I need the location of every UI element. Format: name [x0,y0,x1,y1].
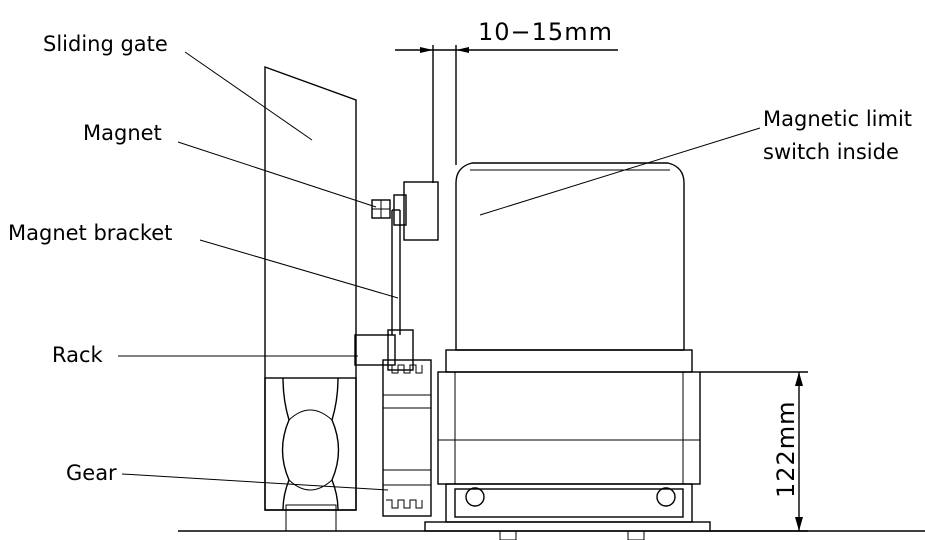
magnet-label: Magnet [83,121,162,145]
height-dimension: 122mm [700,371,808,532]
gate-wheel [264,377,357,532]
gap-dimension: 10−15mm [395,18,618,183]
label-magnet-bracket: Magnet bracket [8,221,399,299]
sliding-gate-panel [264,66,357,511]
limit-switch-label-line2: switch inside [763,140,899,164]
sliding-gate-label: Sliding gate [43,32,168,56]
label-gear: Gear [66,461,389,491]
gear-label: Gear [66,461,117,485]
limit-switch-label-line1: Magnetic limit [763,107,912,131]
gap-dimension-label: 10−15mm [478,18,613,46]
motor-base [424,483,711,540]
label-magnet: Magnet [83,121,377,208]
label-limit-switch: Magnetic limit switch inside [479,107,912,216]
magnet-bracket-label: Magnet bracket [8,221,172,245]
magnet-bracket [391,209,401,335]
height-dimension-label: 122mm [772,400,800,498]
magnet [371,181,439,241]
rack-label: Rack [52,343,104,367]
limit-switch-housing [455,162,685,351]
gear [382,359,432,517]
rack [354,329,414,371]
label-rack: Rack [52,343,358,367]
motor-gearbox [437,349,701,485]
label-sliding-gate: Sliding gate [43,32,313,141]
